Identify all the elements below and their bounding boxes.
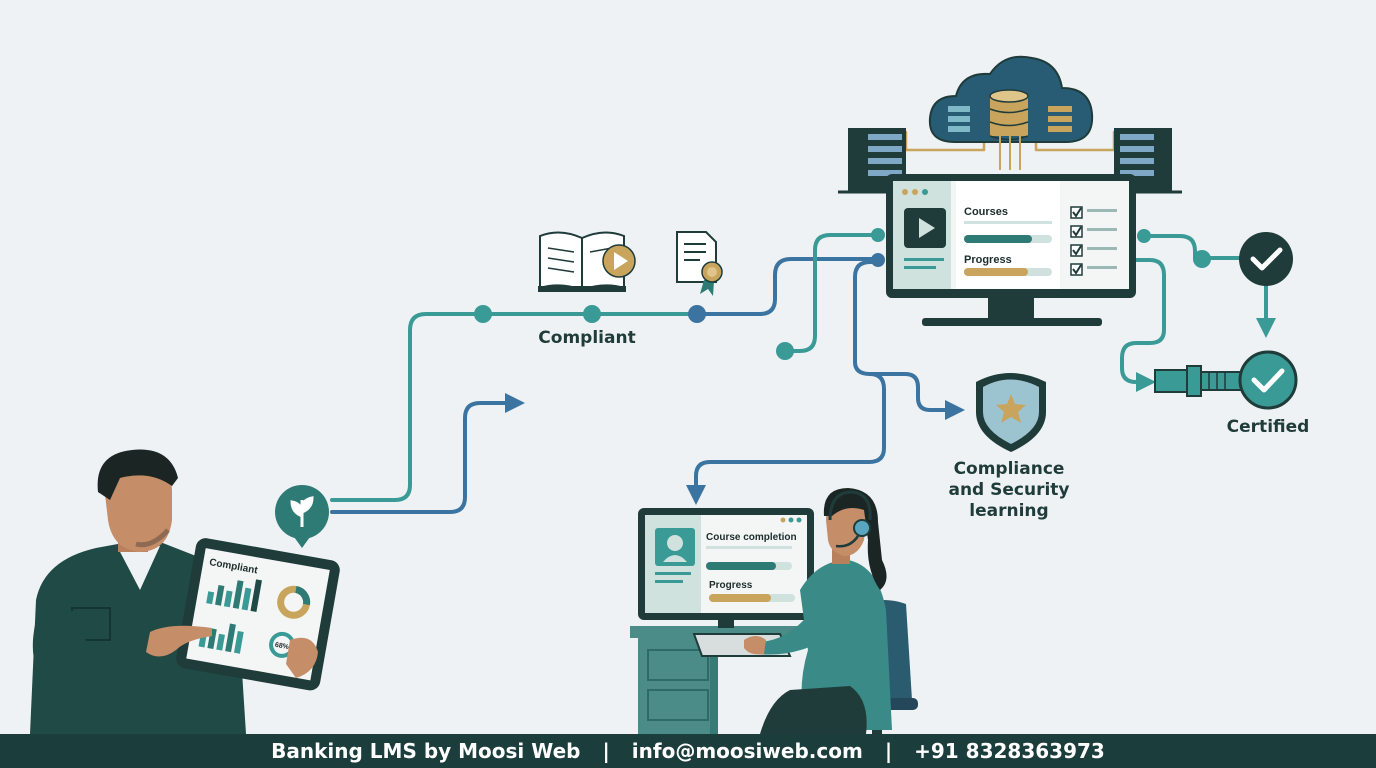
shield-icon	[976, 373, 1046, 452]
compliance-label-line2: and Security	[948, 480, 1069, 500]
woman-at-desk-figure: Course completion Progress	[630, 488, 918, 734]
path-monitor-to-desk	[686, 372, 886, 505]
path-leaf-to-compliant	[330, 312, 692, 502]
footer-brand: Banking LMS by Moosi Web	[271, 739, 581, 763]
monitor-progress-label: Progress	[964, 254, 1012, 266]
checklist	[1070, 206, 1117, 276]
check-badge-bottom-icon	[1238, 350, 1298, 410]
node-8	[1193, 250, 1211, 268]
tablet: Compliant 68%	[176, 538, 340, 691]
compliant-label: Compliant	[538, 328, 635, 348]
tablet-gauge-value: 68%	[274, 642, 290, 651]
leaf-badge-icon	[275, 485, 329, 548]
path-monitor-to-key	[1120, 258, 1166, 392]
diagram-canvas: Courses Progress	[30, 55, 1310, 734]
footer-separator-1: |	[602, 739, 610, 763]
woman-body	[800, 560, 892, 730]
path-monitor-to-check	[1138, 234, 1242, 260]
star-icon	[996, 394, 1026, 423]
monitor-courses-label: Courses	[964, 206, 1008, 218]
woman-arm	[758, 610, 838, 655]
man-hair	[97, 449, 178, 500]
key-icon	[1154, 365, 1242, 397]
node-4	[776, 342, 794, 360]
node-1	[474, 305, 492, 323]
user-avatar-icon	[667, 535, 683, 551]
man-with-tablet-figure: Compliant 68%	[30, 449, 340, 734]
node-6	[871, 253, 885, 267]
woman-hand	[744, 636, 766, 655]
node-2	[583, 305, 601, 323]
certified-label: Certified	[1227, 417, 1310, 437]
compliance-label-line1: Compliance	[954, 459, 1065, 479]
play-icon	[919, 218, 935, 238]
footer-phone-link[interactable]: +91 8328363973	[914, 739, 1105, 763]
certificate-icon	[676, 231, 723, 296]
path-node-to-monitor	[783, 233, 880, 353]
node-5	[871, 228, 885, 242]
path-monitor-to-shield	[853, 260, 965, 420]
compliance-label-line3: learning	[969, 501, 1048, 521]
node-7	[1137, 229, 1151, 243]
book-icon	[538, 231, 636, 292]
path-compliant-to-monitor	[688, 257, 880, 316]
footer-email-link[interactable]: info@moosiweb.com	[631, 739, 863, 763]
desk-monitor-course-label: Course completion	[706, 532, 797, 543]
man-hand-right	[286, 637, 318, 678]
database-icon	[989, 89, 1029, 170]
central-monitor: Courses Progress	[886, 174, 1136, 326]
footer-bar: Banking LMS by Moosi Web | info@moosiweb…	[0, 734, 1376, 768]
check-badge-top-icon	[1239, 232, 1293, 286]
man-arm	[32, 610, 172, 704]
headset-icon	[828, 490, 872, 521]
woman-leg	[760, 686, 867, 734]
desk-monitor-progress-label: Progress	[709, 580, 753, 591]
path-leaf-arrow	[330, 393, 525, 514]
connector-nodes	[474, 228, 1211, 360]
node-3	[688, 305, 706, 323]
footer-separator-2: |	[884, 739, 893, 763]
man-hand	[146, 625, 212, 657]
